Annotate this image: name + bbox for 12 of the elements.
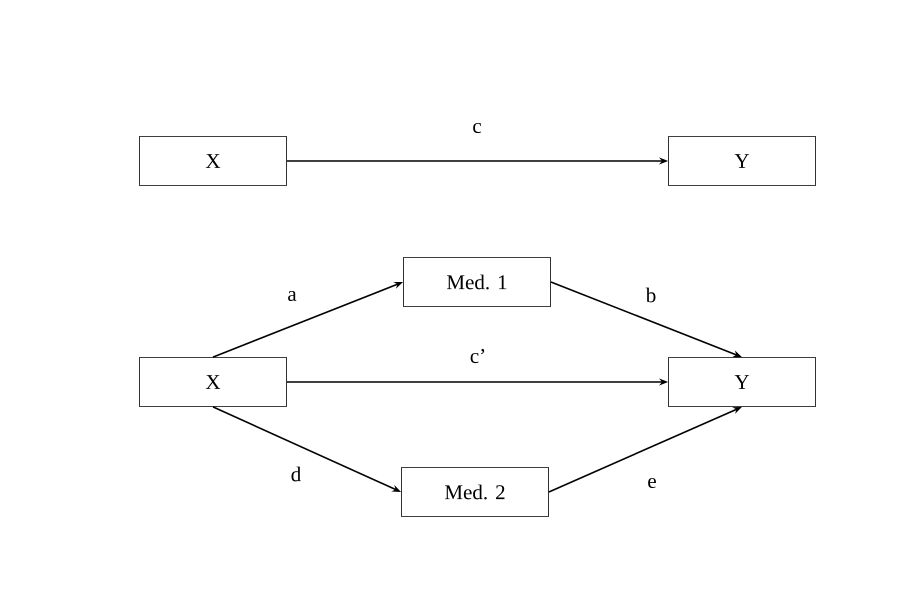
variable-box: Y [668,357,816,407]
variable-box: Med. 2 [401,467,549,517]
path-label: b [646,288,656,302]
path-label: a [288,290,296,302]
variable-box: Med. 1 [403,257,551,307]
path-label: d [292,466,301,482]
variable-box: X [139,357,287,407]
path-label: c [473,122,482,134]
variable-box: X [139,136,287,186]
path-label: e [648,478,656,488]
variable-box: Y [668,136,816,186]
path-label: c’ [470,348,484,364]
